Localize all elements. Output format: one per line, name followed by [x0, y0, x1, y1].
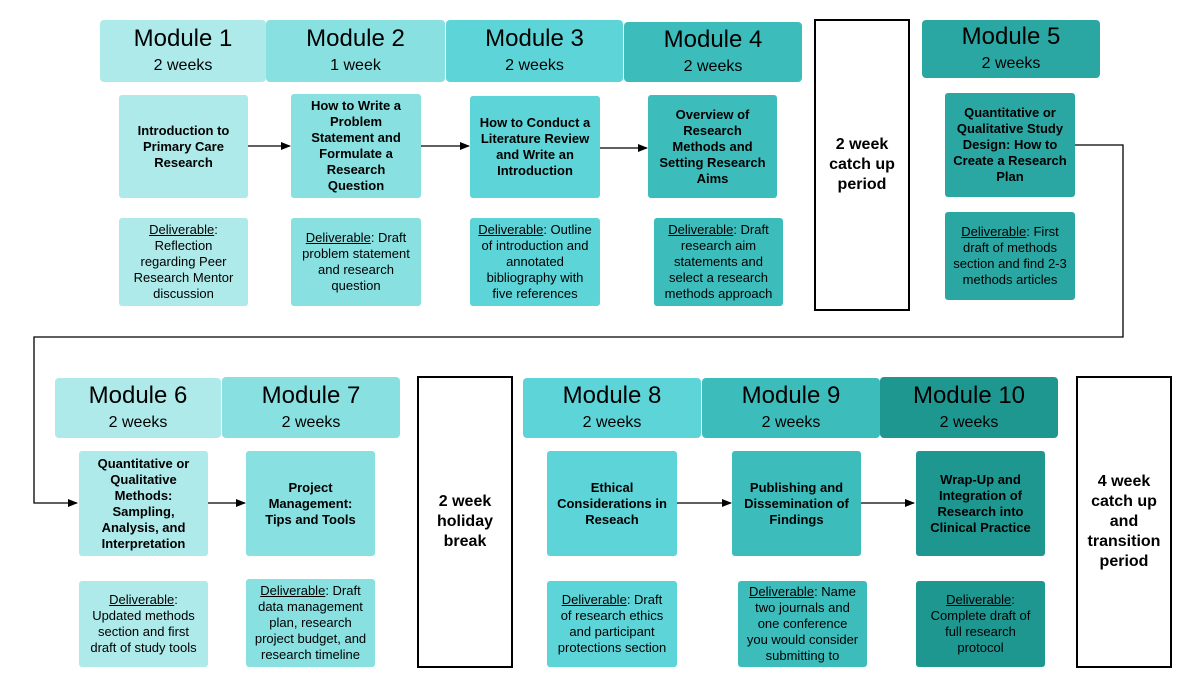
module-title: Module 1 — [133, 25, 233, 52]
module-duration: 2 weeks — [582, 414, 642, 431]
deliverable-label: Deliverable — [149, 222, 215, 237]
deliverable-label: Deliverable — [109, 592, 175, 607]
module-title: Module 3 — [485, 25, 584, 52]
deliverable-label: Deliverable — [305, 230, 371, 245]
module-2-header: Module 2 1 week — [266, 20, 445, 82]
module-4-topic: Overview of Research Methods and Setting… — [648, 95, 777, 198]
module-title: Module 2 — [306, 25, 405, 52]
module-title: Module 4 — [663, 26, 763, 53]
module-title: Module 9 — [741, 382, 841, 409]
module-3-header: Module 3 2 weeks — [446, 20, 623, 82]
module-3-deliverable: Deliverable: Outline of introduction and… — [470, 218, 600, 306]
module-title: Module 7 — [261, 381, 361, 409]
deliverable-label: Deliverable — [946, 592, 1012, 607]
module-6-deliverable: Deliverable: Updated methods section and… — [79, 581, 208, 667]
module-9-header: Module 9 2 weeks — [702, 378, 880, 438]
module-duration: 1 week — [330, 57, 381, 74]
connector-row1-to-row2 — [33, 144, 1124, 507]
holiday-break-box: 2 week holiday break — [417, 376, 513, 668]
module-title: Module 6 — [88, 382, 188, 409]
module-duration: 2 weeks — [108, 414, 168, 431]
module-1-topic: Introduction to Primary Care Research — [119, 95, 248, 198]
deliverable-label: Deliverable — [749, 584, 815, 599]
module-10-header: Module 10 2 weeks — [880, 377, 1058, 438]
catch-up-period-box: 2 week catch up period — [814, 19, 910, 311]
deliverable-label: Deliverable — [561, 592, 627, 607]
module-7-header: Module 7 2 weeks — [222, 377, 400, 438]
module-duration: 2 weeks — [761, 414, 821, 431]
module-9-deliverable: Deliverable: Name two journals and one c… — [738, 581, 867, 667]
deliverable-label: Deliverable — [668, 222, 734, 237]
module-8-deliverable: Deliverable: Draft of research ethics an… — [547, 581, 677, 667]
module-7-topic: Project Management: Tips and Tools — [246, 451, 375, 556]
module-8-header: Module 8 2 weeks — [523, 378, 701, 438]
module-duration: 2 weeks — [981, 55, 1041, 72]
deliverable-label: Deliverable — [478, 222, 544, 237]
deliverable-label: Deliverable — [961, 224, 1027, 239]
module-1-deliverable: Deliverable: Reflection regarding Peer R… — [119, 218, 248, 306]
final-transition-period-box: 4 week catch up and transition period — [1076, 376, 1172, 668]
module-5-topic: Quantitative or Qualitative Study Design… — [945, 93, 1075, 197]
module-9-topic: Publishing and Dissemination of Findings — [732, 451, 861, 556]
module-title: Module 5 — [961, 23, 1061, 50]
module-duration: 2 weeks — [683, 58, 743, 75]
module-10-deliverable: Deliverable: Complete draft of full rese… — [916, 581, 1045, 667]
module-3-topic: How to Conduct a Literature Review and W… — [470, 96, 600, 198]
module-4-header: Module 4 2 weeks — [624, 22, 802, 82]
module-10-topic: Wrap-Up and Integration of Research into… — [916, 451, 1045, 556]
module-title: Module 10 — [912, 381, 1026, 409]
module-1-header: Module 1 2 weeks — [100, 20, 266, 82]
module-2-deliverable: Deliverable: Draft problem statement and… — [291, 218, 421, 306]
module-6-header: Module 6 2 weeks — [55, 378, 221, 438]
module-7-deliverable: Deliverable: Draft data management plan,… — [246, 579, 375, 667]
module-duration: 2 weeks — [939, 413, 999, 431]
module-5-header: Module 5 2 weeks — [922, 20, 1100, 78]
module-title: Module 8 — [562, 382, 662, 409]
module-2-topic: How to Write a Problem Statement and For… — [291, 94, 421, 198]
module-duration: 2 weeks — [505, 57, 564, 74]
module-duration: 2 weeks — [153, 57, 213, 74]
module-8-topic: Ethical Considerations in Reseach — [547, 451, 677, 556]
module-4-deliverable: Deliverable: Draft research aim statemen… — [654, 218, 783, 306]
deliverable-label: Deliverable — [260, 583, 326, 598]
module-5-deliverable: Deliverable: First draft of methods sect… — [945, 212, 1075, 300]
module-duration: 2 weeks — [281, 413, 341, 431]
module-6-topic: Quantitative or Qualitative Methods: Sam… — [79, 451, 208, 556]
